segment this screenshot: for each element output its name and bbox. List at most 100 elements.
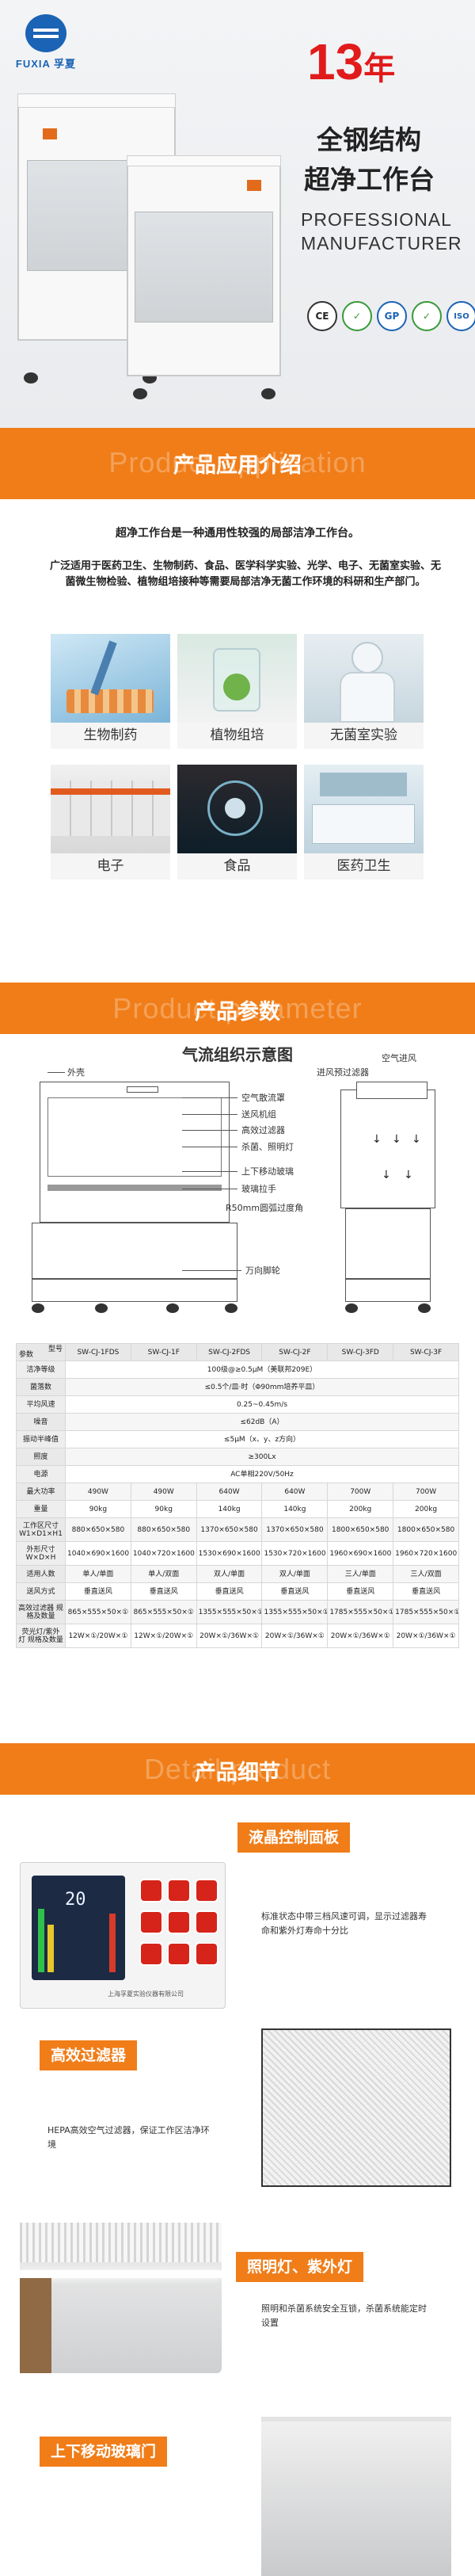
cabinet-front-glass [135,212,273,322]
label-glass: 上下移动玻璃 [241,1166,294,1177]
hero-year-number: 13 [307,33,364,90]
table-cell: 20W×①/36W×① [327,1624,394,1648]
table-corner: 型号 参数 [16,1343,66,1361]
detail-desc-filter: HEPA高效空气过滤器，保证工作区洁净环境 [48,2125,210,2150]
lcd-screen: 20 [32,1876,125,1980]
food-image [177,765,297,853]
table-cell: 1040×690×1600 [65,1541,131,1566]
tile-food: 食品 [177,765,297,880]
leader-line [182,1171,238,1172]
leader-line [182,1114,238,1115]
table-row-label: 高效过滤器 规格及数量 [16,1600,66,1624]
label-outer-shell: 外壳 [67,1067,85,1078]
leader-line [48,1072,65,1073]
label-fan: 送风机组 [241,1109,276,1120]
table-cell: 1355×555×50×① [261,1600,329,1624]
tile-plant-culture: 植物组培 [177,634,297,749]
hero-banner: FUXIA 孚夏 13年 全钢结构 超净工作台 PROFESSIONAL MAN… [0,0,475,428]
side-view-stand [345,1208,431,1302]
airflow-arrow-3: ↓ [412,1133,421,1146]
label-air-uniform: 空气散流罩 [241,1093,285,1103]
hero-en-line2: MANUFACTURER [301,233,462,254]
panel-button[interactable] [139,1942,163,1966]
table-cell: 200kg [327,1500,394,1518]
bar-segment [48,1925,54,1972]
gp-cert-icon: GP [377,301,407,331]
table-row-label: 外形尺寸 W×D×H [16,1541,66,1566]
table-cell: 90kg [65,1500,131,1518]
tile-label: 生物制药 [51,723,170,749]
panel-button[interactable] [167,1879,191,1902]
panel-button[interactable] [167,1942,191,1966]
table-cell: 12W×①/20W×① [65,1624,131,1648]
label-hepa: 高效过滤器 [241,1125,285,1135]
detail-desc-control-panel: 标准状态中带三档风速可调，显示过滤器寿命和紫外灯寿命十分比 [261,1911,427,1936]
panel-button[interactable] [195,1942,218,1966]
check-cert-icon: ✓ [412,301,442,331]
section-title-parameters: 产品参数 [195,1000,280,1025]
panel-button[interactable] [139,1879,163,1902]
spec-table: 型号 参数 SW-CJ-1FDS SW-CJ-1F SW-CJ-2FDS SW-… [16,1343,459,1648]
front-view-slot [127,1086,158,1093]
table-cell: AC单相220V/50Hz [65,1465,459,1483]
airflow-diagram-title: 气流组织示意图 [182,1045,293,1064]
cabinet-back-top [17,93,176,108]
table-cell: 单人/单面 [65,1565,131,1583]
table-cell: 1800×650×580 [393,1517,459,1542]
plant-culture-image [177,634,297,723]
table-cell: ≤62dB（A） [65,1413,459,1431]
lamp-grille [20,2223,222,2262]
front-view-shelf [32,1278,238,1280]
logo-text: FUXIA 孚夏 [15,58,77,70]
airflow-arrow-2: ↓ [392,1133,401,1146]
table-row-label: 重量 [16,1500,66,1518]
caster-icon [133,388,147,399]
table-cell: 单人/双面 [130,1565,197,1583]
table-cell: 200kg [393,1500,459,1518]
caster-icon [166,1303,179,1313]
table-cell: 640W [196,1483,263,1501]
table-cell: 1370×650×580 [196,1517,263,1542]
table-cell: 双人/单面 [261,1565,329,1583]
lamp-image [20,2223,222,2373]
biopharma-image [51,634,170,723]
caster-icon [261,388,276,399]
panel-button[interactable] [195,1910,218,1934]
panel-button[interactable] [167,1910,191,1934]
table-row: 适用人数单人/单面单人/双面双人/单面双人/单面三人/单面三人/双面 [16,1565,459,1583]
hero-year: 13年 [307,36,395,87]
panel-button[interactable] [139,1910,163,1934]
table-cell: 865×555×50×① [65,1600,131,1624]
leader-line [182,1130,238,1131]
corner-param: 参数 [19,1351,34,1359]
hero-en-line1: PROFESSIONAL [301,209,452,230]
table-cell: 1800×650×580 [327,1517,394,1542]
table-cell: 双人/单面 [196,1565,263,1583]
table-row-label: 电源 [16,1465,66,1483]
side-view-top [356,1082,428,1099]
table-cell: 1785×555×50×① [327,1600,394,1624]
table-header-model: SW-CJ-2FDS [196,1343,263,1361]
table-cell: 垂直送风 [196,1582,263,1601]
medical-image [304,765,424,853]
electronics-image [51,765,170,853]
iso-cert-icon: ISO [446,301,475,331]
panel-button[interactable] [195,1879,218,1902]
front-view-bar [48,1185,222,1191]
side-view-shelf [345,1278,431,1280]
tile-label: 无菌室实验 [304,723,424,749]
front-view-inner [48,1097,222,1177]
front-view-stand [32,1223,238,1302]
brand-logo: FUXIA 孚夏 [14,14,78,74]
table-cell: ≤0.5个/皿·时（Φ90mm培养平皿） [65,1378,459,1396]
cabinet-back-panel [43,128,57,139]
hero-title-line1: 全钢结构 [317,124,421,155]
tile-label: 医药卫生 [304,853,424,880]
table-cell: 1355×555×50×① [196,1600,263,1624]
cabinet-front [127,162,281,376]
table-row-label: 送风方式 [16,1582,66,1601]
section-header-detail [0,1743,475,1795]
